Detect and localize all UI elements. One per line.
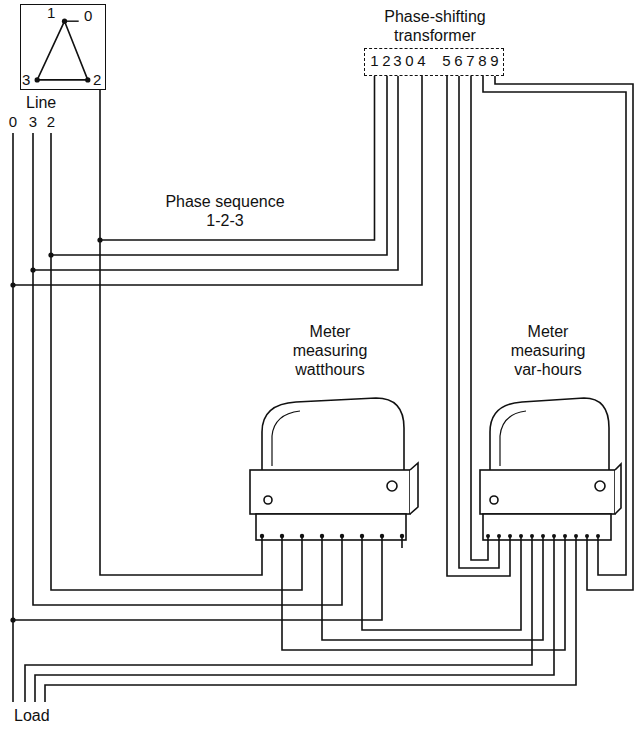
wire: [51, 76, 387, 255]
terminal-number: 1: [369, 52, 381, 70]
vertex-dot: [35, 77, 40, 82]
load-label: Load: [14, 706, 50, 725]
line-label: Line: [26, 93, 56, 112]
terminal-block: [256, 514, 406, 540]
terminal-number: 3: [25, 112, 41, 131]
varhour-meter: [480, 398, 621, 548]
screw: [264, 496, 272, 504]
wire: [13, 76, 422, 285]
terminal-dot: [574, 534, 578, 538]
terminal-number: 9: [489, 52, 501, 70]
vertex-number: 0: [84, 7, 92, 25]
terminal-number: 3: [392, 52, 404, 70]
terminal-dot: [530, 534, 534, 538]
watthour-meter: [250, 398, 418, 548]
terminal-dot: [320, 534, 324, 538]
terminal-dot: [300, 534, 304, 538]
junction-dot: [30, 267, 35, 272]
terminal-dot: [497, 534, 501, 538]
wire: [25, 548, 532, 702]
terminal-dots: [486, 534, 600, 538]
vertex-number: 2: [93, 71, 101, 89]
junction-dot: [10, 282, 15, 287]
meter-base-side: [410, 463, 418, 514]
terminal-number: 0: [404, 52, 416, 70]
vertex-number: 1: [47, 4, 55, 22]
wire: [12, 133, 14, 702]
terminal-dot: [563, 534, 567, 538]
wire: [13, 548, 382, 620]
wire: [33, 76, 398, 270]
terminal-number: 5: [441, 52, 453, 70]
meter-label: Meter measuring watthours: [280, 322, 380, 379]
terminal-dot: [400, 534, 404, 538]
terminal-dot: [585, 534, 589, 538]
terminal-dot: [360, 534, 364, 538]
meter-cover: [490, 398, 609, 470]
cover-highlight: [500, 411, 526, 466]
terminal-dot: [519, 534, 523, 538]
junction-dot: [48, 252, 53, 257]
vertex-dot: [85, 77, 90, 82]
terminal-number: 7: [465, 52, 477, 70]
terminal-number: 8: [477, 52, 489, 70]
delta-triangle: [37, 21, 88, 80]
terminal-number: 2: [381, 52, 393, 70]
cover-highlight: [272, 411, 300, 466]
terminal-dot: [552, 534, 556, 538]
terminal-number: 6: [453, 52, 465, 70]
terminal-dot: [380, 534, 384, 538]
meter-cover: [262, 398, 404, 470]
transformer-title: Phase-shifting transformer: [363, 7, 507, 45]
meter-base-side: [615, 464, 621, 514]
terminal-number: 4: [416, 52, 428, 70]
screw: [595, 481, 605, 491]
terminal-dots: [260, 534, 404, 538]
delta-symbol: [21, 5, 105, 89]
wire: [35, 548, 554, 702]
terminal-dot: [596, 534, 600, 538]
phase-sequence-note: Phase sequence 1-2-3: [160, 192, 290, 230]
terminal-dot: [508, 534, 512, 538]
wire: [362, 548, 521, 630]
meter-label: Meter measuring var-hours: [498, 322, 598, 379]
source-box: 1 0 3 2: [20, 4, 106, 90]
terminal-dot: [486, 534, 490, 538]
vertex-number: 3: [22, 71, 30, 89]
vertex-dot: [62, 19, 67, 24]
meter-base: [250, 470, 410, 514]
screw: [387, 481, 397, 491]
terminal-number: 2: [43, 112, 59, 131]
terminal-dot: [280, 534, 284, 538]
wire: [282, 548, 565, 650]
terminal-dot: [340, 534, 344, 538]
wire: [45, 548, 576, 702]
junction-dot: [10, 617, 15, 622]
wire: [322, 548, 543, 640]
screw: [490, 496, 498, 504]
wire: [100, 240, 262, 575]
terminal-dot: [541, 534, 545, 538]
wire-connector: [100, 76, 375, 240]
terminal-number: 0: [5, 112, 21, 131]
terminal-block: [483, 514, 611, 540]
transformer-box: Phase-shifting transformer1230456789: [364, 48, 504, 76]
terminal-dot: [260, 534, 264, 538]
meter-base: [480, 470, 615, 514]
